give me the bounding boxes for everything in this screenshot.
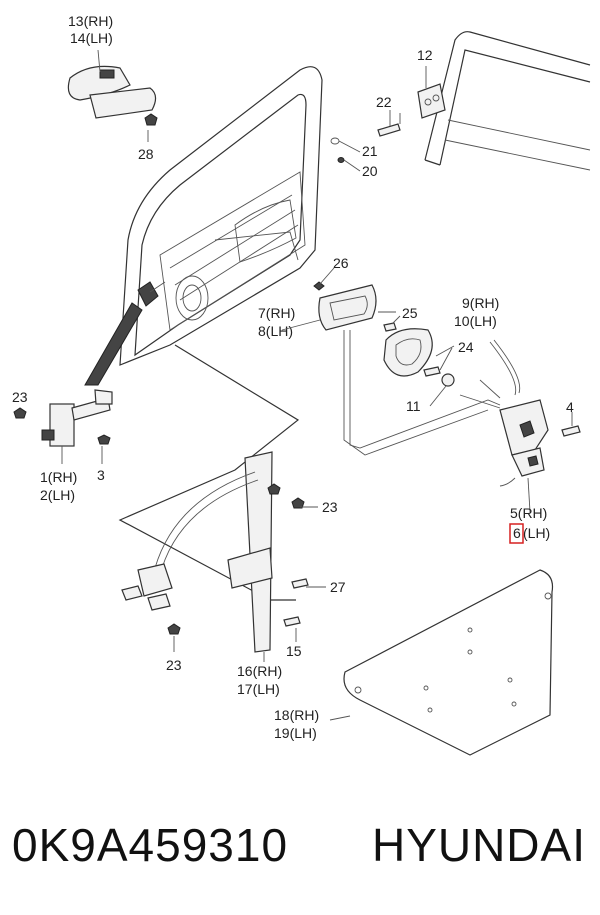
callout-2: 2(LH) [40, 487, 75, 503]
callout-3: 3 [97, 467, 105, 483]
callout-9: 9(RH) [462, 295, 499, 311]
callout-28: 28 [138, 146, 154, 162]
door-striker [377, 66, 446, 137]
callout-4: 4 [566, 399, 574, 415]
door-check [13, 389, 113, 464]
callout-15: 15 [286, 643, 302, 659]
door-frame [84, 66, 323, 386]
part-number: 0K9A459310 [12, 819, 289, 871]
outside-handle [67, 49, 158, 142]
footer: 0K9A459310 HYUNDAI [0, 810, 600, 890]
callout-26: 26 [333, 255, 349, 271]
window-regulator [118, 344, 309, 662]
callout-8: 8(LH) [258, 323, 293, 339]
callout-labels: 13(RH) 14(LH) 28 12 22 21 20 26 7(RH) 8(… [12, 13, 574, 741]
callout-6: 6 [513, 525, 521, 541]
callout-17: 17(LH) [237, 681, 280, 697]
callout-7: 7(RH) [258, 305, 295, 321]
callout-23-check: 23 [12, 389, 28, 405]
highlight-box [509, 523, 524, 544]
body-pillar [424, 31, 591, 171]
callout-22: 22 [376, 94, 392, 110]
callout-19: 19(LH) [274, 725, 317, 741]
callout-14: 14(LH) [70, 30, 113, 46]
callout-5: 5(RH) [510, 505, 547, 521]
callout-23-regulator: 23 [322, 499, 338, 515]
callout-11: 11 [406, 398, 421, 414]
callout-16: 16(RH) [237, 663, 282, 679]
callout-1: 1(RH) [40, 469, 77, 485]
callout-18: 18(RH) [274, 707, 319, 723]
door-parts-diagram: 13(RH) 14(LH) 28 12 22 21 20 26 7(RH) 8(… [12, 13, 591, 756]
callout-24: 24 [458, 339, 474, 355]
callout-21: 21 [362, 143, 378, 159]
leader-lines [281, 113, 455, 588]
callout-13: 13(RH) [68, 13, 113, 29]
inside-handle [313, 267, 455, 387]
callout-23-bottom: 23 [166, 657, 182, 673]
callout-25: 25 [402, 305, 418, 321]
callout-27: 27 [330, 579, 346, 595]
brand-name: HYUNDAI [371, 819, 586, 871]
seal-clips [330, 137, 361, 172]
door-panel [329, 569, 554, 756]
callout-10: 10(LH) [454, 313, 497, 329]
callout-12: 12 [417, 47, 433, 63]
callout-6-lh: (LH) [523, 525, 550, 541]
callout-20: 20 [362, 163, 378, 179]
control-rods [343, 330, 521, 456]
door-latch [499, 399, 581, 513]
